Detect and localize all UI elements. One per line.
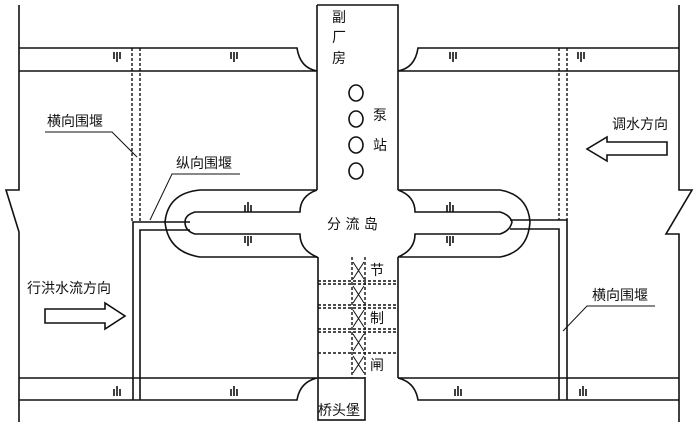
right-transverse-cofferdam-label: 横向围堰	[592, 288, 648, 304]
top-channel-upper-right	[397, 47, 679, 72]
aux-powerhouse-column	[316, 4, 399, 190]
left-transverse-cofferdam-dotted	[131, 48, 141, 222]
left-transverse-cofferdam-label: 横向围堰	[47, 114, 103, 130]
pump-station-label-2: 站	[373, 138, 387, 154]
flood-flow-arrow	[44, 301, 127, 331]
bridgehead-label: 桥头堡	[318, 403, 360, 419]
bottom-channel-right	[397, 377, 679, 401]
bridgehead-box	[317, 377, 366, 421]
top-channel-upper-left	[19, 47, 318, 72]
gate-label-3: 闸	[370, 358, 384, 374]
longitudinal-cofferdam-label: 纵向围堰	[176, 156, 232, 172]
regulating-gate-column	[317, 257, 399, 378]
left-longitudinal-cofferdam	[132, 221, 190, 400]
right-bank-line	[664, 5, 694, 422]
right-transverse-cofferdam-dotted	[558, 48, 568, 220]
leader-left-transverse	[45, 131, 138, 158]
transfer-direction-label: 调水方向	[612, 117, 668, 133]
leader-right-transverse	[562, 305, 655, 332]
gate-piers	[318, 257, 398, 378]
transfer-direction-arrow	[585, 135, 668, 163]
water-level-symbols	[113, 52, 587, 396]
aux-powerhouse-label-1: 副	[332, 10, 346, 26]
bottom-channel-left	[19, 377, 318, 401]
right-longitudinal-cofferdam	[510, 219, 568, 400]
leader-longitudinal	[149, 173, 240, 221]
aux-powerhouse-label-2: 厂	[332, 30, 346, 46]
gate-label-1: 节	[370, 263, 384, 279]
aux-powerhouse-label-3: 房	[332, 51, 346, 67]
left-bank-line	[4, 5, 20, 422]
pump-station-label-1: 泵	[373, 108, 387, 124]
pump-units	[348, 84, 364, 180]
gate-label-2: 制	[370, 311, 384, 327]
diversion-island-label: 分 流 岛	[327, 217, 378, 233]
flood-flow-direction-label: 行洪水流方向	[27, 281, 111, 297]
